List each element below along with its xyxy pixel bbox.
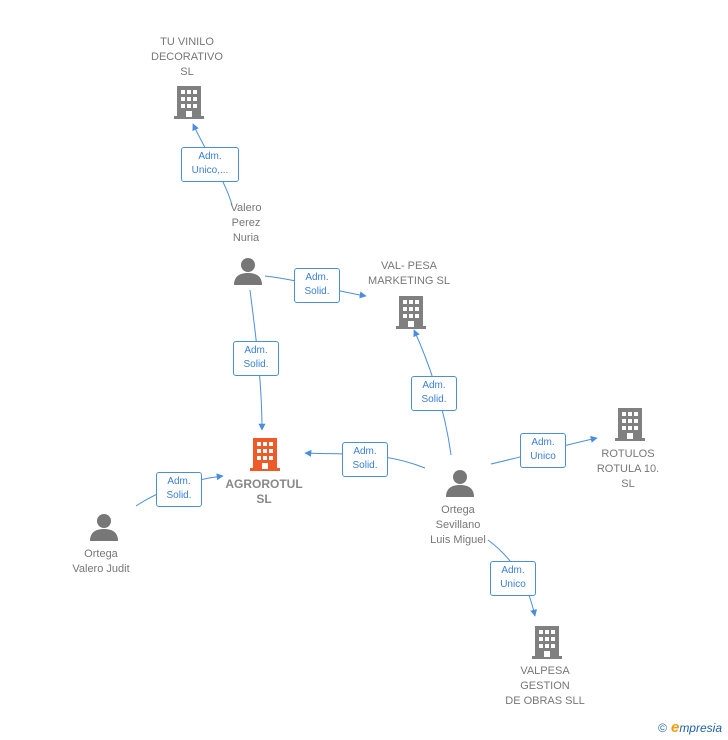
person-label-ortega-valero[interactable]: Ortega Valero Judit — [72, 548, 130, 575]
relation-label[interactable]: Adm. Solid. — [156, 472, 202, 507]
relation-label[interactable]: Adm. Unico — [520, 433, 566, 468]
copyright-icon: © — [658, 720, 667, 735]
person-icon[interactable] — [445, 468, 475, 498]
person-icon[interactable] — [233, 256, 263, 286]
relation-label[interactable]: Adm. Solid. — [294, 268, 340, 303]
company-label-val-pesa[interactable]: VAL- PESA MARKETING SL — [368, 260, 450, 287]
relation-label[interactable]: Adm. Solid. — [342, 442, 388, 477]
building-icon[interactable] — [531, 624, 563, 660]
person-label-ortega-sevillano[interactable]: Ortega Sevillano Luis Miguel — [430, 504, 486, 546]
building-icon[interactable] — [395, 294, 427, 330]
building-icon[interactable] — [614, 406, 646, 442]
company-label-valpesa-gestion[interactable]: VALPESA GESTION DE OBRAS SLL — [505, 665, 585, 707]
person-icon[interactable] — [89, 512, 119, 542]
building-icon[interactable] — [173, 84, 205, 120]
relation-label[interactable]: Adm. Solid. — [233, 341, 279, 376]
relation-label[interactable]: Adm. Solid. — [411, 376, 457, 411]
relation-label[interactable]: Adm. Unico — [490, 561, 536, 596]
brand-logo-initial: e — [670, 719, 680, 736]
brand-name: mpresia — [679, 720, 722, 735]
building-icon[interactable] — [249, 436, 281, 472]
company-label-tu-vinilo[interactable]: TU VINILO DECORATIVO SL — [151, 36, 223, 78]
company-label-rotulos[interactable]: ROTULOS ROTULA 10. SL — [596, 448, 660, 490]
company-label-agrorotul[interactable]: AGROROTUL SL — [225, 477, 303, 506]
person-label-valero-perez[interactable]: Valero Perez Nuria — [230, 202, 262, 244]
relation-label[interactable]: Adm. Unico,... — [181, 147, 239, 182]
